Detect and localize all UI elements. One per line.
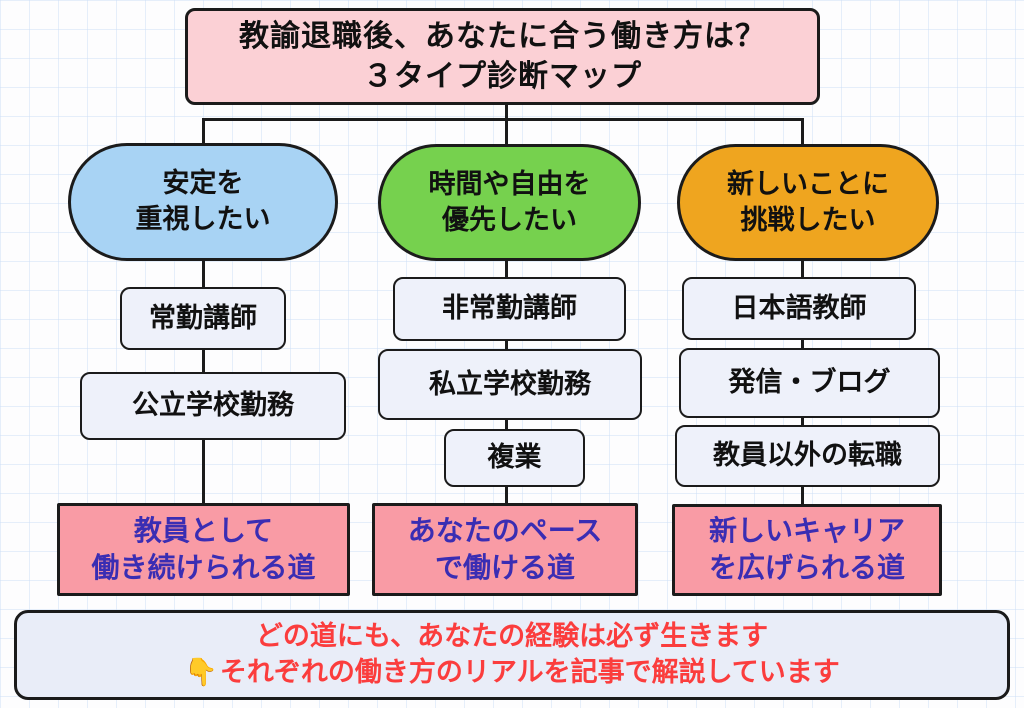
pill-label-line2: 挑戦したい: [740, 204, 876, 236]
step-box-joukin-koushi: 常勤講師: [120, 287, 286, 350]
step-label: 教員以外の転職: [713, 440, 902, 472]
footer-line2: 👇 それぞれの働き方のリアルを記事で解説しています: [184, 655, 840, 691]
connector-spine-left: [202, 200, 205, 510]
connector-horizontal-bar: [202, 118, 804, 121]
result-line1: 教員として: [133, 513, 274, 547]
step-label: 日本語教師: [731, 292, 867, 324]
step-box-fukugyou: 複業: [444, 429, 585, 487]
step-box-hijoukin-koushi: 非常勤講師: [393, 277, 626, 341]
step-label: 非常勤講師: [442, 293, 577, 325]
step-label: 私立学校勤務: [429, 368, 591, 400]
result-line2: を広げられる道: [708, 551, 905, 584]
step-label: 公立学校勤務: [132, 390, 294, 422]
pill-label-line2: 重視したい: [135, 204, 271, 235]
type-pill-challenge: 新しいことに 挑戦したい: [677, 144, 939, 261]
connector-stub-right: [801, 118, 804, 146]
step-box-tenshoku: 教員以外の転職: [675, 425, 940, 487]
result-line2: 働き続けられる道: [91, 550, 316, 584]
title-line1: 教諭退職後、あなたに合う働き方は？: [239, 18, 766, 54]
type-pill-freedom: 時間や自由を 優先したい: [378, 144, 641, 261]
footer-line1-text: どの道にも、あなたの経験は必ず生きます: [255, 621, 769, 653]
connector-stub-center: [505, 118, 508, 146]
step-label: 常勤講師: [149, 302, 257, 334]
footer-note: どの道にも、あなたの経験は必ず生きます 👇 それぞれの働き方のリアルを記事で解説…: [14, 610, 1010, 700]
step-box-nihongo-kyoushi: 日本語教師: [682, 277, 916, 340]
step-label: 複業: [487, 442, 542, 474]
footer-line1: どの道にも、あなたの経験は必ず生きます: [256, 619, 768, 655]
result-box-challenge: 新しいキャリア を広げられる道: [672, 504, 942, 596]
step-box-kouritsu-gakkou: 公立学校勤務: [80, 372, 346, 440]
type-pill-stability: 安定を 重視したい: [68, 143, 338, 261]
connector-title-drop: [505, 103, 508, 121]
pill-label-line1: 安定を: [162, 168, 244, 200]
step-box-hasshin-blog: 発信・ブログ: [679, 348, 940, 418]
pill-label-line1: 新しいことに: [727, 168, 889, 200]
footer-line2-text: それぞれの働き方のリアルを記事で解説しています: [219, 657, 840, 688]
result-line1: あなたのペース: [407, 513, 603, 547]
result-line2: で働ける道: [434, 550, 575, 584]
pointing-down-icon: 👇: [184, 657, 218, 688]
step-box-shiritsu-gakkou: 私立学校勤務: [378, 349, 642, 420]
connector-stub-left: [202, 118, 205, 146]
result-box-stability: 教員として 働き続けられる道: [57, 503, 350, 596]
result-box-freedom: あなたのペース で働ける道: [372, 503, 638, 596]
step-label: 発信・ブログ: [728, 367, 891, 399]
pill-label-line1: 時間や自由を: [428, 168, 591, 200]
title-line2: ３タイプ診断マップ: [363, 58, 642, 94]
title-banner: 教諭退職後、あなたに合う働き方は？ ３タイプ診断マップ: [185, 8, 820, 105]
result-line1: 新しいキャリア: [708, 514, 905, 548]
pill-label-line2: 優先したい: [442, 204, 577, 236]
